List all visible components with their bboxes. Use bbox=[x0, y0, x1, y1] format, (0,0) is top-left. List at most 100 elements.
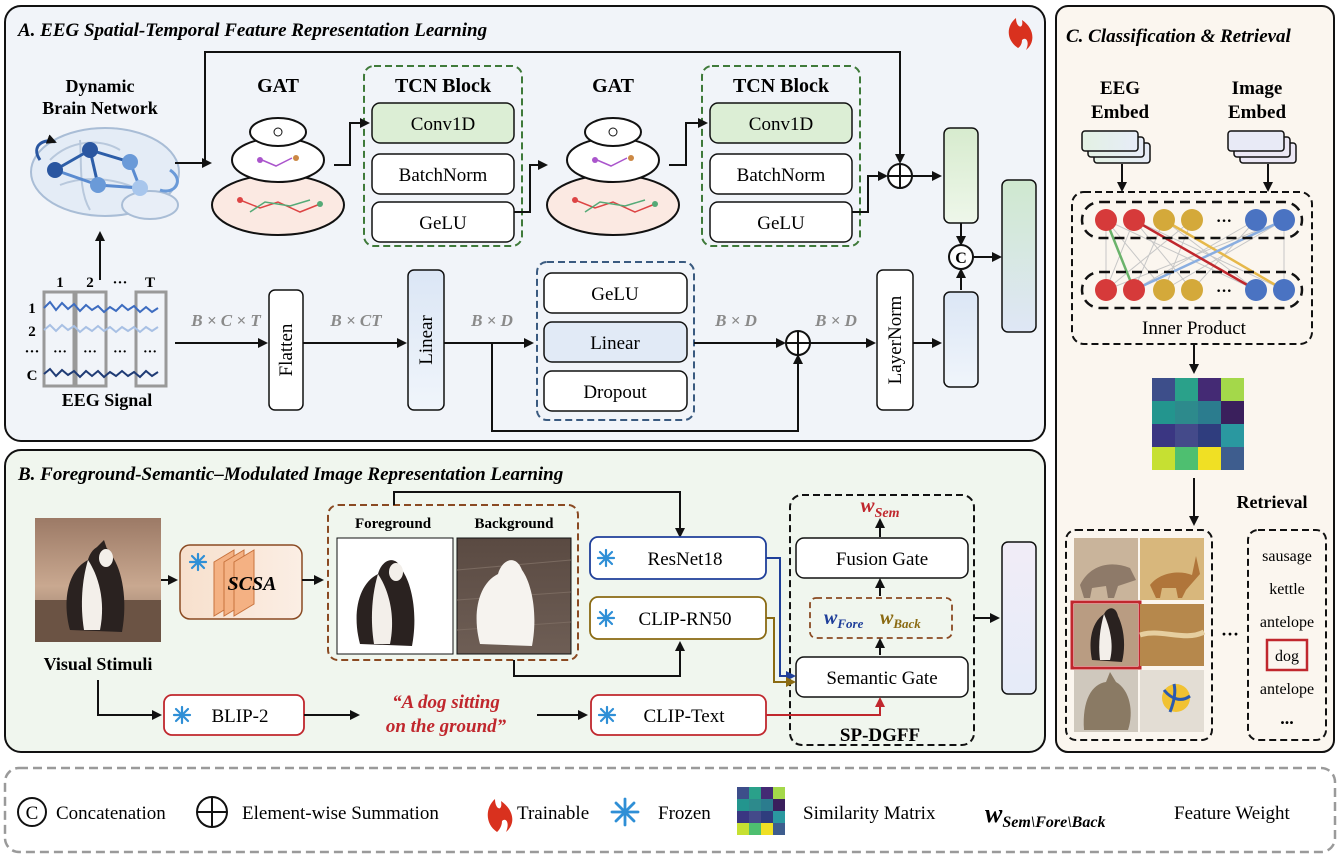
retrieval-gallery bbox=[1070, 538, 1206, 732]
legend-frozen: Frozen bbox=[658, 803, 711, 824]
eeg-embed-stack-icon bbox=[1081, 130, 1151, 164]
tcn-1-act: GeLU bbox=[419, 213, 467, 234]
snowflake-icon bbox=[172, 705, 192, 725]
eeg-row-1: 1 bbox=[28, 301, 36, 317]
sum-node-2 bbox=[785, 330, 811, 356]
caption-line2: on the ground” bbox=[386, 716, 507, 737]
panel-a: A. EEG Spatial-Temporal Feature Represen… bbox=[4, 5, 1046, 442]
eeg-temporal-feature-bar bbox=[943, 291, 979, 388]
mlp-dropout: Dropout bbox=[583, 382, 647, 403]
dim-bct2: B × CT bbox=[329, 311, 382, 330]
tcn-1-bn-box bbox=[371, 153, 515, 195]
tcn-1-act-box bbox=[371, 201, 515, 243]
snowflake-icon bbox=[596, 548, 616, 568]
linear-1-box bbox=[407, 269, 445, 411]
eeg-ellipsis-2: ··· bbox=[83, 345, 97, 360]
panel-b: B. Foreground-Semantic–Modulated Image R… bbox=[4, 449, 1046, 753]
clip-rn50-label: CLIP-RN50 bbox=[639, 609, 732, 630]
eeg-col-1: 1 bbox=[56, 275, 64, 291]
tcn-2-bn: BatchNorm bbox=[737, 165, 826, 186]
panel-b-title: B. Foreground-Semantic–Modulated Image R… bbox=[17, 464, 563, 485]
mlp-linear: Linear bbox=[590, 333, 640, 354]
clip-text-label: CLIP-Text bbox=[644, 706, 726, 727]
tcn-1-conv: Conv1D bbox=[411, 114, 475, 135]
similarity-matrix bbox=[1152, 378, 1244, 470]
label-antelope-1: antelope bbox=[1260, 614, 1314, 631]
dim-bd-3: B × D bbox=[814, 311, 857, 330]
image-embed-line2: Embed bbox=[1228, 102, 1287, 123]
eeg-embed-line2: Embed bbox=[1091, 102, 1150, 123]
eeg-col-2: 2 bbox=[86, 275, 94, 291]
similarity-matrix-legend-icon bbox=[737, 787, 785, 835]
sum-node-1 bbox=[887, 163, 913, 189]
label-dog: dog bbox=[1275, 648, 1299, 665]
eeg-signal-grid: 1 2 ··· T 1 2 ··· C ··· ··· ··· ··· bbox=[24, 275, 168, 388]
brain-label-line1: Dynamic bbox=[66, 76, 135, 96]
dim-bd-1: B × D bbox=[470, 311, 513, 330]
snowflake-icon bbox=[597, 705, 617, 725]
legend-weight: Feature Weight bbox=[1174, 803, 1291, 824]
resnet-label: ResNet18 bbox=[648, 549, 723, 570]
sp-dgff-label: SP-DGFF bbox=[840, 725, 920, 746]
tcn-1-title: TCN Block bbox=[395, 75, 492, 97]
brain-network-icon bbox=[30, 127, 180, 220]
concat-node: C bbox=[948, 244, 974, 270]
legend: C Concatenation Element-wise Summation T… bbox=[3, 766, 1337, 854]
label-sausage: sausage bbox=[1262, 548, 1312, 565]
fusion-gate-label: Fusion Gate bbox=[836, 549, 928, 570]
caption-line1: “A dog sitting bbox=[392, 692, 500, 713]
legend-sum: Element-wise Summation bbox=[242, 803, 439, 824]
mlp-linear-box bbox=[543, 321, 688, 363]
label-kettle: kettle bbox=[1269, 581, 1305, 598]
mlp-act-box bbox=[543, 272, 688, 314]
layernorm-box bbox=[876, 269, 914, 411]
tcn-2-bn-box bbox=[709, 153, 853, 195]
background-label: Background bbox=[475, 516, 555, 532]
retrieval-label: Retrieval bbox=[1237, 492, 1308, 512]
gat-2-graph-icon bbox=[546, 117, 680, 236]
eeg-signal-label: EEG Signal bbox=[62, 390, 153, 410]
eeg-row-2: 2 bbox=[28, 324, 36, 340]
gat-1-label: GAT bbox=[257, 75, 300, 97]
visual-stimuli-label: Visual Stimuli bbox=[44, 654, 153, 674]
mlp-dropout-box bbox=[543, 370, 688, 412]
label-more: ... bbox=[1280, 708, 1294, 728]
legend-sim: Similarity Matrix bbox=[803, 803, 936, 824]
foreground-label: Foreground bbox=[355, 516, 432, 532]
graph-ellipsis-bottom: ··· bbox=[1216, 283, 1232, 300]
image-embed-stack-icon bbox=[1227, 130, 1297, 164]
foreground-image bbox=[336, 537, 454, 655]
linear-1-label: Linear bbox=[416, 315, 437, 365]
snowflake-icon bbox=[188, 552, 208, 572]
tcn-2-conv-box bbox=[709, 102, 853, 144]
legend-concat: Concatenation bbox=[56, 803, 166, 824]
panel-c-title: C. Classification & Retrieval bbox=[1066, 26, 1292, 47]
gat-2-label: GAT bbox=[592, 75, 635, 97]
panel-c: C. Classification & Retrieval EEG Embed … bbox=[1055, 5, 1335, 753]
gat-1-graph-icon bbox=[211, 117, 345, 236]
tcn-2-title: TCN Block bbox=[733, 75, 830, 97]
mlp-act: GeLU bbox=[591, 284, 639, 305]
eeg-ellipsis-3: ··· bbox=[113, 345, 127, 360]
background-image bbox=[456, 537, 572, 655]
tcn-1-bn: BatchNorm bbox=[399, 165, 488, 186]
tcn-2-act: GeLU bbox=[757, 213, 805, 234]
image-embed-line1: Image bbox=[1232, 78, 1283, 99]
eeg-embedding-bar bbox=[1001, 179, 1037, 333]
legend-concat-symbol: C bbox=[26, 803, 39, 824]
eeg-row-3: ··· bbox=[24, 344, 39, 360]
eeg-row-c: C bbox=[27, 368, 38, 384]
concat-legend-icon: C bbox=[17, 797, 47, 827]
sum-legend-icon bbox=[196, 796, 228, 828]
inner-product-label: Inner Product bbox=[1142, 318, 1247, 339]
graph-ellipsis-top: ··· bbox=[1216, 213, 1232, 230]
dim-bd-2: B × D bbox=[714, 311, 757, 330]
snowflake-icon bbox=[596, 608, 616, 628]
scsa-stack-icon bbox=[213, 549, 255, 617]
semantic-gate-label: Semantic Gate bbox=[826, 668, 937, 689]
visual-stimulus-image bbox=[35, 518, 161, 642]
flatten-label: Flatten bbox=[276, 323, 297, 376]
flatten-box bbox=[268, 289, 304, 411]
gallery-ellipsis: ··· bbox=[1221, 624, 1239, 644]
legend-trainable: Trainable bbox=[517, 803, 589, 824]
